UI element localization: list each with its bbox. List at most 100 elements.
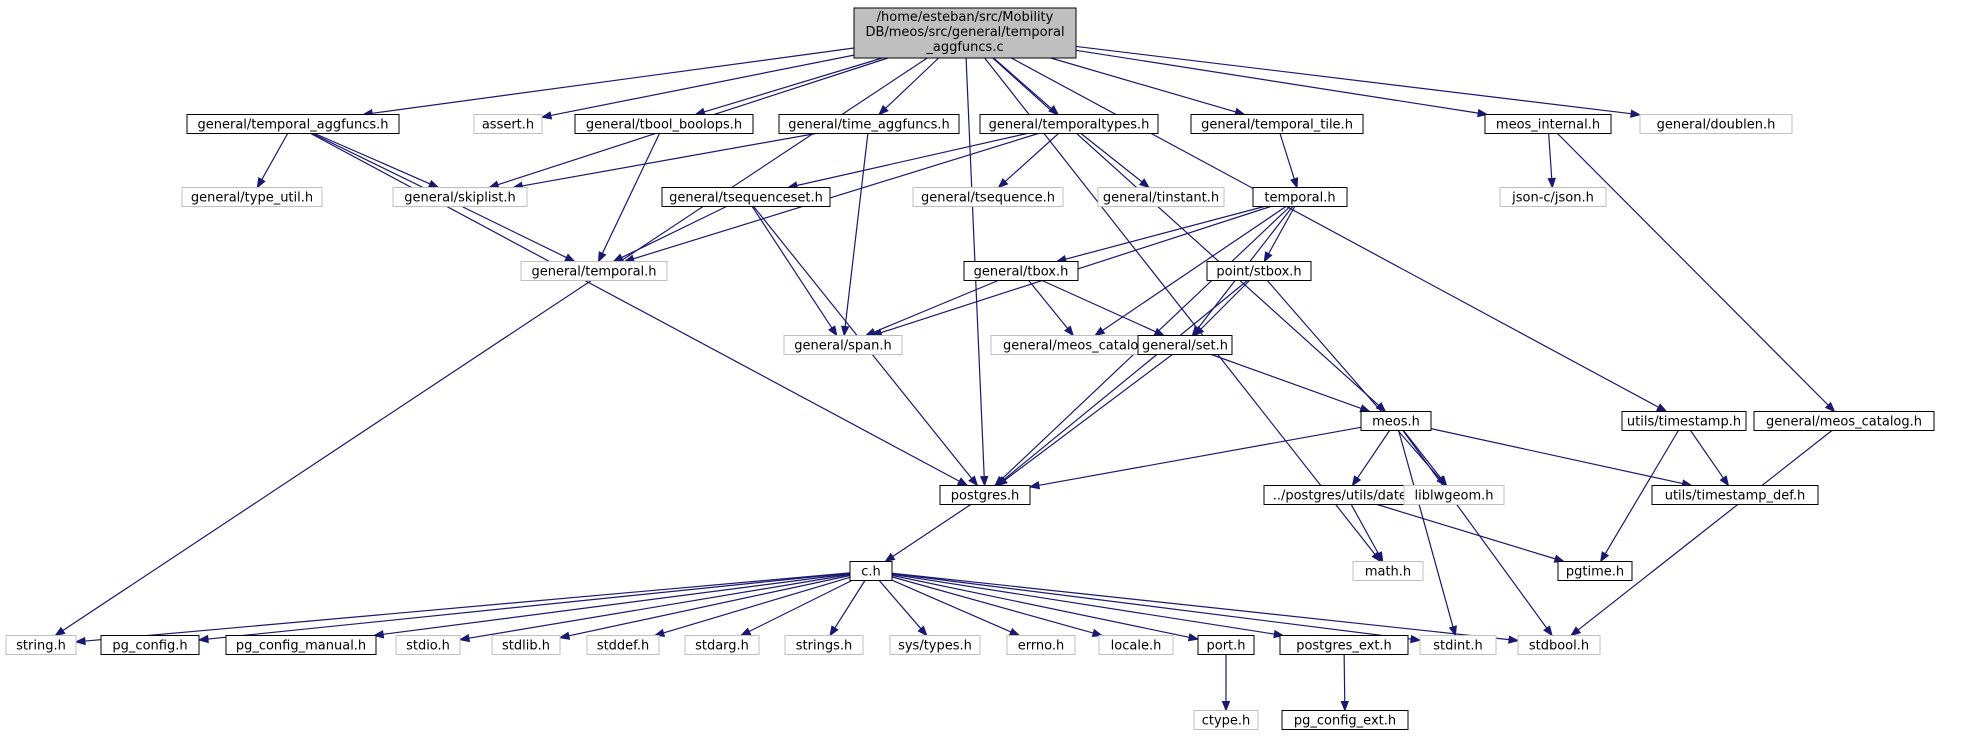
include-node-box <box>784 635 864 655</box>
include-node-tbool-boolops-h[interactable]: general/tbool_boolops.h <box>574 114 754 134</box>
include-node-label: general/temporal_tile.h <box>1201 118 1353 133</box>
include-edge <box>878 580 928 637</box>
include-node-box <box>1403 485 1505 505</box>
include-edge <box>1193 280 1250 337</box>
include-node-label: pg_config_ext.h <box>1294 714 1396 729</box>
include-node-temporal-aggfuncs-h[interactable]: general/temporal_aggfuncs.h <box>186 114 400 134</box>
edge-line <box>796 132 1028 187</box>
edge-arrowhead <box>612 253 624 263</box>
edge-line <box>892 504 972 558</box>
root-file-node[interactable]: /home/esteban/src/Mobility DB/meos/src/g… <box>853 7 1077 59</box>
include-edge <box>1376 503 1566 563</box>
include-edge <box>1011 57 1668 413</box>
edge-line <box>261 133 289 180</box>
include-node-box <box>1098 635 1174 655</box>
include-edge <box>992 57 1387 413</box>
include-node-box <box>783 335 903 355</box>
include-node-c-h[interactable]: c.h <box>849 561 893 581</box>
include-node-set-h[interactable]: general/set.h <box>1137 335 1233 355</box>
include-edge <box>751 206 838 337</box>
include-node-meos-internal-h[interactable]: meos_internal.h <box>1484 114 1612 134</box>
include-node-port-h[interactable]: port.h <box>1197 635 1255 655</box>
include-edge <box>891 572 1520 644</box>
include-node-label: general/set.h <box>1142 339 1228 354</box>
include-node-label: math.h <box>1365 565 1411 580</box>
include-node-label: stddef.h <box>597 639 649 654</box>
edge-arrowhead <box>884 552 896 563</box>
include-node-temporal-tile-h[interactable]: general/temporal_tile.h <box>1190 114 1364 134</box>
include-node-temporal-h[interactable]: temporal.h <box>1252 187 1348 207</box>
include-node-label: json-c/json.h <box>1511 191 1594 206</box>
include-node-gen-meos-catalog-h2[interactable]: general/meos_catalog.h <box>1753 411 1935 431</box>
edges-layer <box>54 45 1836 712</box>
include-node-box <box>1252 187 1348 207</box>
edge-line <box>1402 430 1548 629</box>
include-node-pgtime-h[interactable]: pgtime.h <box>1557 561 1633 581</box>
edge-arrowhead <box>256 177 266 189</box>
include-node-label: general/temporaltypes.h <box>989 118 1150 133</box>
include-node-tsequenceset-h[interactable]: general/tsequenceset.h <box>661 187 831 207</box>
edge-arrowhead <box>1263 251 1273 263</box>
include-node-box <box>1352 561 1424 581</box>
edge-line <box>873 279 999 333</box>
include-node-label: ctype.h <box>1202 714 1251 729</box>
edge-arrowhead <box>1359 404 1371 413</box>
include-node-meos-h[interactable]: meos.h <box>1360 411 1432 431</box>
include-edge <box>1263 206 1296 263</box>
edge-arrowhead <box>540 111 553 120</box>
nodes-layer: /home/esteban/src/Mobility DB/meos/src/g… <box>5 7 1935 730</box>
include-node-label: general/tbox.h <box>974 265 1069 280</box>
edge-line <box>1211 353 1362 410</box>
include-node-pg-config-ext-h[interactable]: pg_config_ext.h <box>1281 710 1409 730</box>
include-node-timestamp-def-h[interactable]: utils/timestamp_def.h <box>1651 485 1819 505</box>
include-node-label: postgres_ext.h <box>1296 639 1392 654</box>
include-node-label: general/meos_catalog.h <box>1766 415 1922 430</box>
edge-line <box>1343 654 1346 702</box>
edge-arrowhead <box>1543 625 1553 637</box>
root-file-label-line-3: _aggfuncs.c <box>925 40 1003 55</box>
include-node-stdbool-h: stdbool.h <box>1517 635 1601 655</box>
include-node-stbox-h[interactable]: point/stbox.h <box>1206 261 1312 281</box>
include-node-box <box>1193 710 1259 730</box>
include-edge <box>1690 430 1730 487</box>
edge-line <box>1557 133 1829 406</box>
include-node-time-aggfuncs-h[interactable]: general/time_aggfuncs.h <box>778 114 960 134</box>
include-edge <box>1080 133 1151 189</box>
edge-arrowhead <box>917 625 928 637</box>
edge-arrowhead <box>1824 401 1836 413</box>
include-node-date-h[interactable]: ../postgres/utils/date.h <box>1263 485 1429 505</box>
include-node-box <box>1419 635 1497 655</box>
include-node-stdio-h: stdio.h <box>395 635 461 655</box>
include-node-box <box>889 635 981 655</box>
edge-line <box>1402 430 1442 479</box>
include-node-box <box>912 187 1064 207</box>
edge-arrowhead <box>829 625 839 637</box>
include-edge <box>558 574 851 640</box>
edge-line <box>891 572 1510 641</box>
edge-line <box>621 205 727 259</box>
edge-line <box>1266 280 1441 480</box>
include-node-utils-timestamp-h[interactable]: utils/timestamp.h <box>1621 411 1747 431</box>
include-node-label: temporal.h <box>1264 191 1335 206</box>
include-node-postgres-h[interactable]: postgres.h <box>939 485 1031 505</box>
include-node-label: stdio.h <box>406 639 450 654</box>
edge-line <box>1050 57 1236 113</box>
include-node-pg-config-h[interactable]: pg_config.h <box>100 635 200 655</box>
include-node-label: stdlib.h <box>502 639 550 654</box>
include-edge <box>1221 654 1231 712</box>
edge-line <box>703 57 883 113</box>
include-node-box <box>963 261 1079 281</box>
edge-arrowhead <box>878 104 889 116</box>
include-edge <box>597 133 661 263</box>
include-node-label: general/tsequenceset.h <box>669 191 823 206</box>
include-node-string-h: string.h <box>5 635 77 655</box>
include-node-tbox-h[interactable]: general/tbox.h <box>963 261 1079 281</box>
include-edge <box>314 132 440 189</box>
include-node-pg-config-manual-h[interactable]: pg_config_manual.h <box>225 635 377 655</box>
include-node-temporaltypes-h[interactable]: general/temporaltypes.h <box>979 114 1159 134</box>
include-node-box <box>1197 635 1255 655</box>
include-edge <box>878 57 940 116</box>
include-node-postgres-ext-h[interactable]: postgres_ext.h <box>1279 635 1409 655</box>
include-node-label: general/span.h <box>794 339 891 354</box>
